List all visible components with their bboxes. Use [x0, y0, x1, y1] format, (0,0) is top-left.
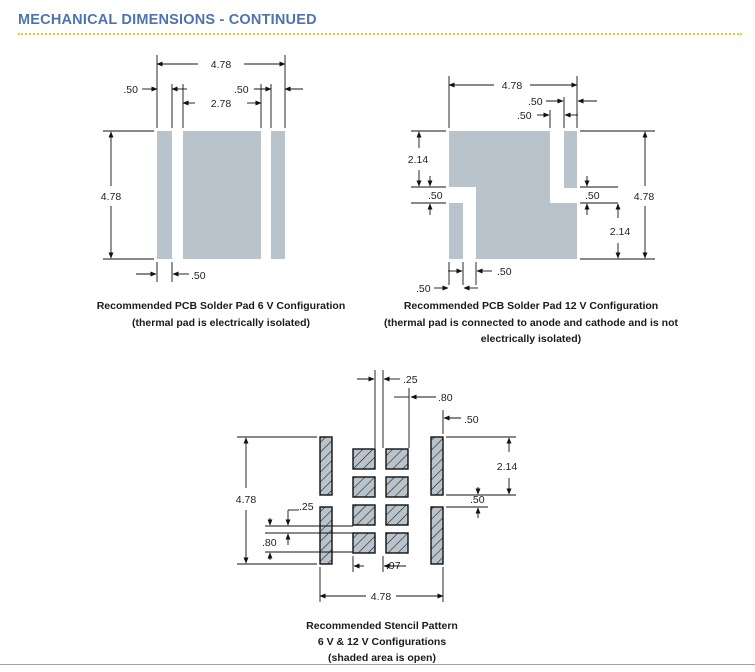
right-terminal-pad [271, 131, 285, 259]
dim-width: 4.78 [371, 591, 392, 603]
thermal-pad-upper [449, 131, 550, 187]
dim-pad-gap: .50 [191, 270, 206, 282]
dim-right-pad-b: .50 [517, 110, 532, 122]
dim-notch: .50 [470, 494, 485, 506]
page-bottom-divider [0, 664, 755, 665]
fig-stencil-pattern: .25 .80 .50 2.14 .50 4.78 .25 . [236, 370, 518, 664]
stencil-left-lower [319, 506, 333, 565]
stencil-aperture-r2-c2 [385, 476, 409, 498]
dim-height: 4.78 [236, 494, 257, 506]
dim-right-pad: .50 [234, 84, 249, 96]
stencil-aperture-r3-c1 [352, 504, 376, 526]
caption-line-1: Recommended PCB Solder Pad 6 V Configura… [97, 300, 346, 312]
dim-bottom-gap: .50 [497, 266, 512, 278]
caption-line-2: (thermal pad is electrically isolated) [132, 317, 310, 329]
caption-line-3: electrically isolated) [481, 333, 581, 345]
section-header: MECHANICAL DIMENSIONS - CONTINUED [18, 12, 317, 28]
dim-bottom-left: .50 [416, 283, 431, 295]
dim-height: 4.78 [101, 191, 122, 203]
fig-6v-solder-pad: 4.78 .50 2.78 .50 4.78 .50 Recommended P… [97, 55, 346, 329]
dim-overall-width: 4.78 [502, 80, 523, 92]
dim-left-notch: .50 [428, 190, 443, 202]
dim-pad-width: .50 [464, 414, 479, 426]
dim-pad-height: 2.14 [497, 461, 518, 473]
right-terminal-pad [564, 131, 577, 188]
caption-line-1: Recommended Stencil Pattern [306, 620, 458, 632]
caption-line-1: Recommended PCB Solder Pad 12 V Configur… [404, 300, 658, 312]
stencil-aperture-r2-c1 [352, 476, 376, 498]
dim-thermal-width: 2.78 [211, 98, 232, 110]
dim-left-gap: .25 [299, 501, 314, 513]
caption-line-3: (shaded area is open) [328, 652, 436, 664]
left-terminal-pad [157, 131, 172, 259]
dim-top-height: 2.14 [408, 154, 429, 166]
dim-bottom-height: 2.14 [610, 226, 631, 238]
left-terminal-pad [449, 203, 463, 259]
header-divider [18, 33, 742, 35]
dim-right-notch: .50 [585, 190, 600, 202]
caption-line-2: (thermal pad is connected to anode and c… [384, 317, 679, 329]
stencil-aperture-grid [352, 448, 409, 554]
stencil-aperture-r4-c2 [385, 532, 409, 554]
dim-left-size: .80 [262, 537, 277, 549]
stencil-left-upper [319, 436, 333, 496]
stencil-right-upper [430, 436, 444, 496]
caption-line-2: 6 V & 12 V Configurations [318, 636, 447, 648]
dim-aperture-gap: .25 [403, 374, 418, 386]
thermal-pad [183, 131, 261, 259]
thermal-pad-lower [476, 203, 577, 259]
dim-overall-width: 4.78 [211, 59, 232, 71]
dim-height: 4.78 [634, 191, 655, 203]
dim-aperture-size: .80 [438, 392, 453, 404]
dim-left-pad: .50 [123, 84, 138, 96]
stencil-aperture-r3-c2 [385, 504, 409, 526]
stencil-aperture-r1-c1 [352, 448, 376, 470]
stencil-aperture-r4-c1 [352, 532, 376, 554]
dim-right-pad-a: .50 [528, 96, 543, 108]
stencil-aperture-r1-c2 [385, 448, 409, 470]
stencil-right-lower [430, 506, 444, 565]
thermal-pad-bridge [476, 187, 550, 203]
fig-12v-solder-pad: 4.78 .50 .50 2.14 .50 .50 4.78 2.14 .50 [384, 76, 679, 345]
